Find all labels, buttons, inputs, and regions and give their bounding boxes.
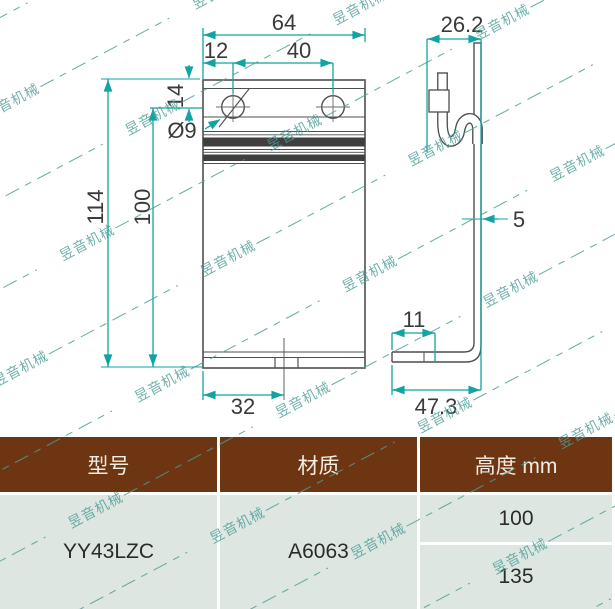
header-model: 型号	[0, 437, 217, 492]
dim-hole-to-bottom: 100	[130, 189, 155, 226]
dim-overall-width: 64	[272, 10, 296, 35]
cell-height-100: 100	[420, 495, 612, 542]
cell-heights: 100 135	[420, 495, 612, 609]
hook-tab	[428, 89, 450, 113]
dim-foot-width: 47.3	[415, 394, 458, 419]
cell-height-135: 135	[420, 545, 612, 609]
spec-table-body-row: YY43LZC A6063 100 135	[0, 495, 615, 609]
dim-foot-inner: 11	[403, 307, 426, 332]
header-height: 高度 mm	[420, 437, 612, 492]
dim-side-top-width: 26.2	[441, 12, 484, 37]
bend-band-lower	[203, 154, 365, 161]
dim-overall-height: 114	[83, 189, 108, 224]
dim-hole-diameter: Ø9	[167, 118, 196, 143]
cell-material: A6063	[220, 495, 417, 609]
bend-band-upper	[203, 137, 365, 147]
dim-hole-top-offset: 14	[163, 84, 188, 108]
front-view	[202, 79, 366, 400]
spec-table-header-row: 型号 材质 高度 mm	[0, 437, 615, 492]
bracket-drawing: 64 12 40 14 Ø9 114 100 32 26.2 5 11 47.3	[83, 10, 525, 419]
header-material: 材质	[220, 437, 417, 492]
spec-table: 型号 材质 高度 mm YY43LZC A6063 100 135	[0, 437, 615, 609]
dim-thickness: 5	[513, 207, 525, 232]
dim-hole-spacing: 40	[287, 38, 311, 63]
dim-hole-edge-offset: 12	[204, 38, 228, 63]
dim-bottom-notch-offset: 32	[231, 394, 255, 419]
cell-model: YY43LZC	[0, 495, 217, 609]
